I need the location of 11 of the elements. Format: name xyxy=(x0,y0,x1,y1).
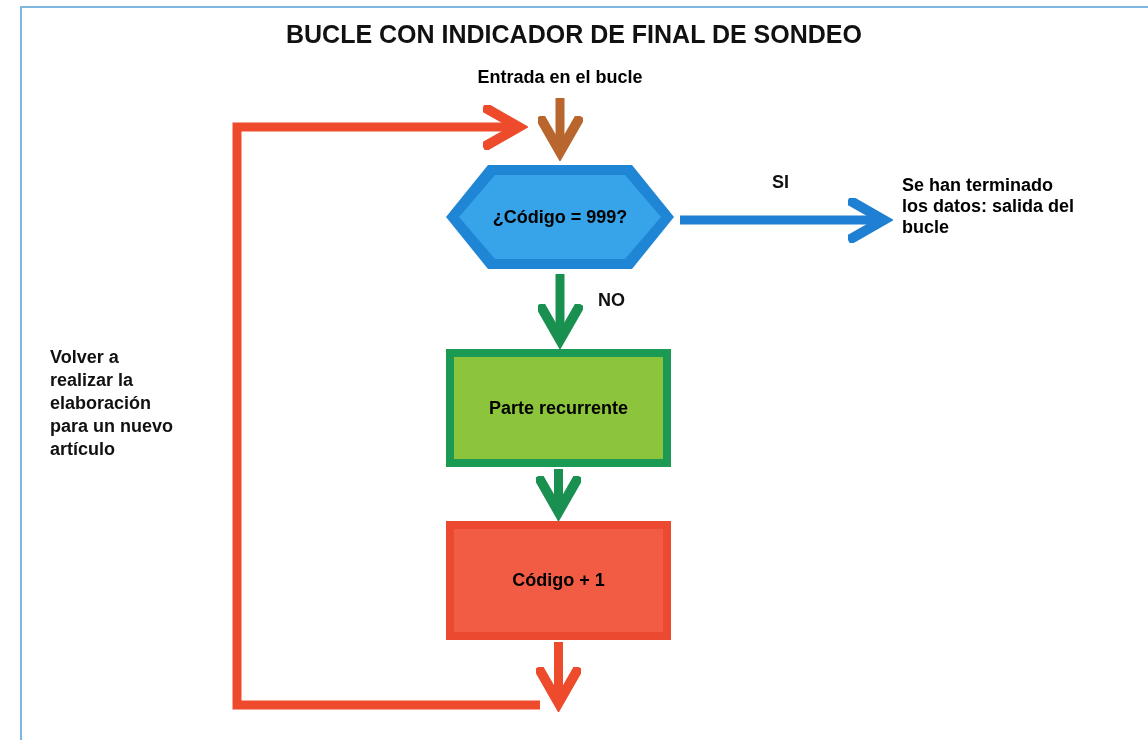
arrow xyxy=(232,104,540,710)
process-box xyxy=(446,349,671,467)
decision-hexagon xyxy=(443,162,677,272)
node-label: ¿Código = 999? xyxy=(492,206,628,228)
exit-text: Se han terminado los datos: salida del bucle xyxy=(902,174,1076,238)
node-label: Código + 1 xyxy=(512,570,605,591)
node-label: Parte recurrente xyxy=(488,397,629,419)
process-box xyxy=(446,521,671,640)
entry-text: Entrada en el bucle xyxy=(477,66,643,88)
diagram-title: BUCLE CON INDICADOR DE FINAL DE SONDEO xyxy=(285,20,863,49)
note-text: Volver a realizar la elaboración para un nuevo artículo xyxy=(50,346,175,461)
